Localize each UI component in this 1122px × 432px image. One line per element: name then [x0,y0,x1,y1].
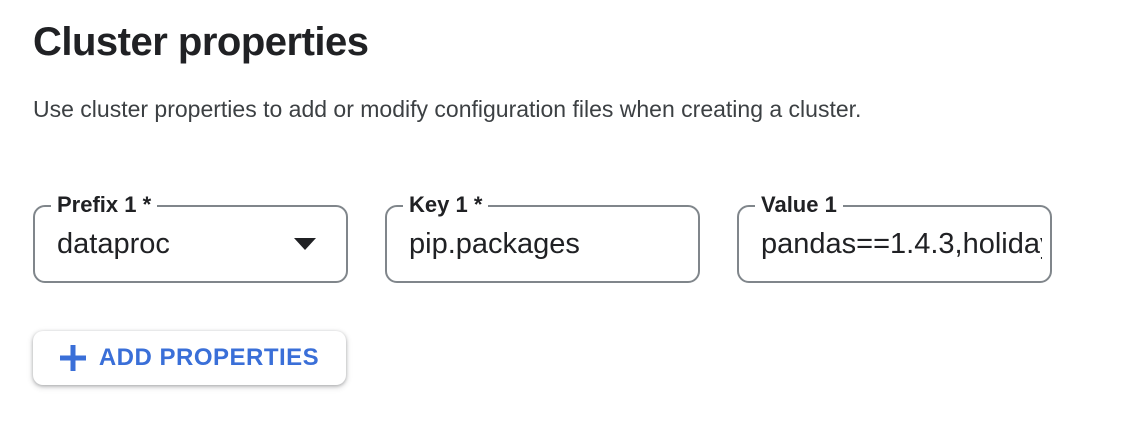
value-field: Value 1 [737,190,1052,283]
prefix-field: Prefix 1 * dataproc [33,190,348,283]
key-field-label: Key 1 * [403,190,489,220]
prefix-selected-value: dataproc [57,227,170,260]
triangle-down-icon [294,238,316,250]
add-properties-button[interactable]: ADD PROPERTIES [33,331,346,385]
prefix-select[interactable]: dataproc [35,207,346,281]
add-properties-label: ADD PROPERTIES [98,344,320,371]
plus-icon [59,345,86,371]
value-field-label: Value 1 [755,190,843,220]
key-field: Key 1 * [385,190,700,283]
page-title: Cluster properties [33,20,369,64]
prefix-field-label: Prefix 1 * [51,190,158,220]
page-description: Use cluster properties to add or modify … [33,96,862,122]
